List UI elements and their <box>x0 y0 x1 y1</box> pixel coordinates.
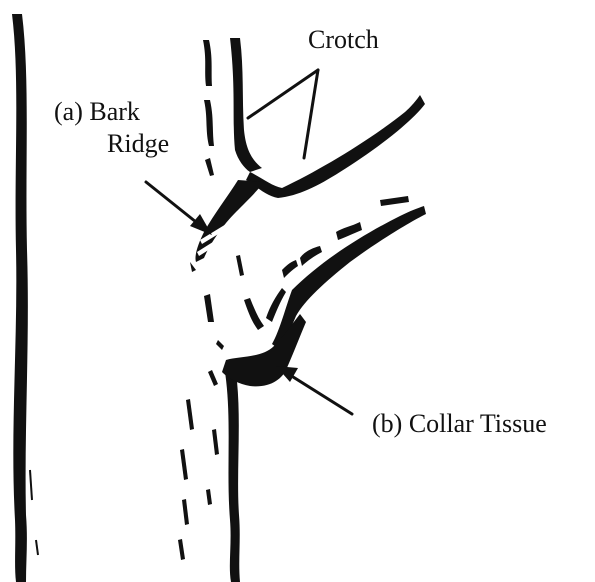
crotch-label: Crotch <box>308 25 379 54</box>
upper-branch <box>246 95 425 198</box>
crotch-leader-right <box>304 70 318 158</box>
lower-branch <box>204 196 426 386</box>
left-trunk-outline <box>12 14 38 582</box>
collar-tissue-label: (b) Collar Tissue <box>372 409 547 438</box>
crotch-leader-left <box>248 70 318 118</box>
bark-ridge-label-line1: (a) Bark <box>54 97 140 126</box>
bark-ridge-label-line2: Ridge <box>107 129 169 158</box>
